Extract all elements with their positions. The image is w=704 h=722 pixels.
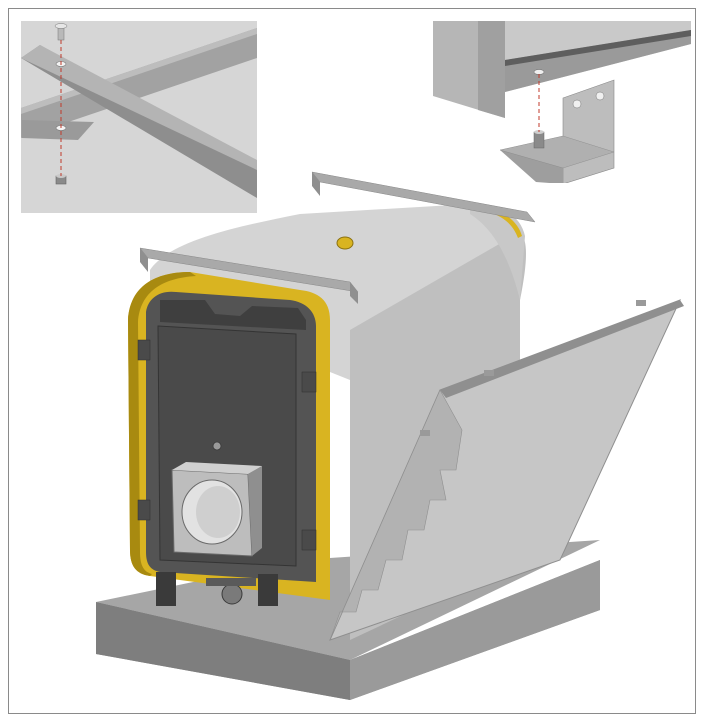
screw-icon (54, 23, 68, 41)
top-mounting-rails (139, 171, 536, 304)
leveling-foot-icon (533, 130, 545, 149)
inset-leveling-bracket (433, 21, 691, 183)
side-panel-opened (329, 299, 684, 641)
cross-rail (21, 28, 257, 138)
inset-rail-screw (21, 21, 257, 213)
top-port (336, 236, 354, 250)
bracket-icon (499, 79, 615, 183)
cast-iron-section (137, 291, 317, 606)
boiler-main-view (96, 171, 684, 700)
peephole-icon (212, 441, 222, 451)
flue-collar (171, 462, 262, 557)
